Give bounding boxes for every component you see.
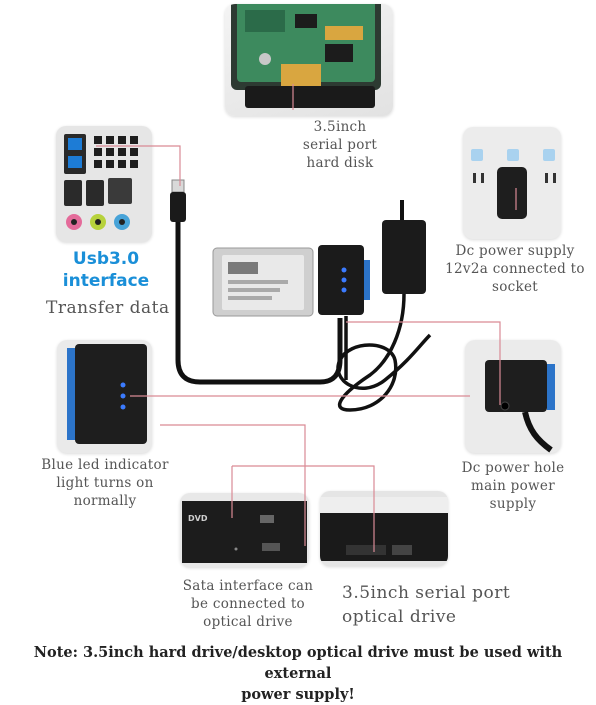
dc-hole-photo	[465, 340, 561, 453]
usb-plug-icon	[170, 179, 186, 222]
usb-ports-photo	[56, 126, 152, 242]
sata-adapter	[318, 245, 370, 315]
optical-drive-label: 3.5inch serial port optical drive	[342, 583, 511, 627]
dvd-drive-photo: DVD	[180, 493, 309, 567]
dvd-drive-illustration: DVD	[182, 501, 307, 563]
usb-interface-title: Usb3.0 interface	[62, 249, 150, 291]
power-cable	[336, 293, 432, 412]
dc-hole-label: Dc power hole main power supply	[461, 460, 565, 512]
usb-cable	[175, 210, 343, 385]
optical-drive-illustration	[320, 497, 448, 561]
sata-interface-label: Sata interface can be connected to optic…	[182, 578, 314, 630]
optical-drive-photo	[320, 491, 448, 566]
hdd-pcb-photo	[225, 4, 393, 116]
power-socket-photo	[463, 127, 561, 239]
dc-supply-label: Dc power supply 12v2a connected to socke…	[445, 243, 585, 295]
hdd-35-label: 3.5inch serial port hard disk	[302, 119, 378, 171]
rear-io-panel-illustration	[64, 134, 138, 230]
adapter-led-photo	[57, 340, 152, 453]
dc-hole-illustration	[485, 360, 555, 453]
transfer-data-label: Transfer data	[46, 298, 170, 318]
note-text: Note: 3.5inch hard drive/desktop optical…	[33, 644, 563, 703]
hdd-pcb-illustration	[231, 4, 381, 108]
hard-disk-body	[212, 247, 314, 317]
dvd-logo-icon: DVD	[188, 514, 208, 523]
power-brick	[382, 200, 426, 294]
wall-socket-illustration	[471, 149, 556, 219]
adapter-illustration	[67, 344, 147, 444]
blue-led-label: Blue led indicator light turns on normal…	[41, 457, 169, 509]
